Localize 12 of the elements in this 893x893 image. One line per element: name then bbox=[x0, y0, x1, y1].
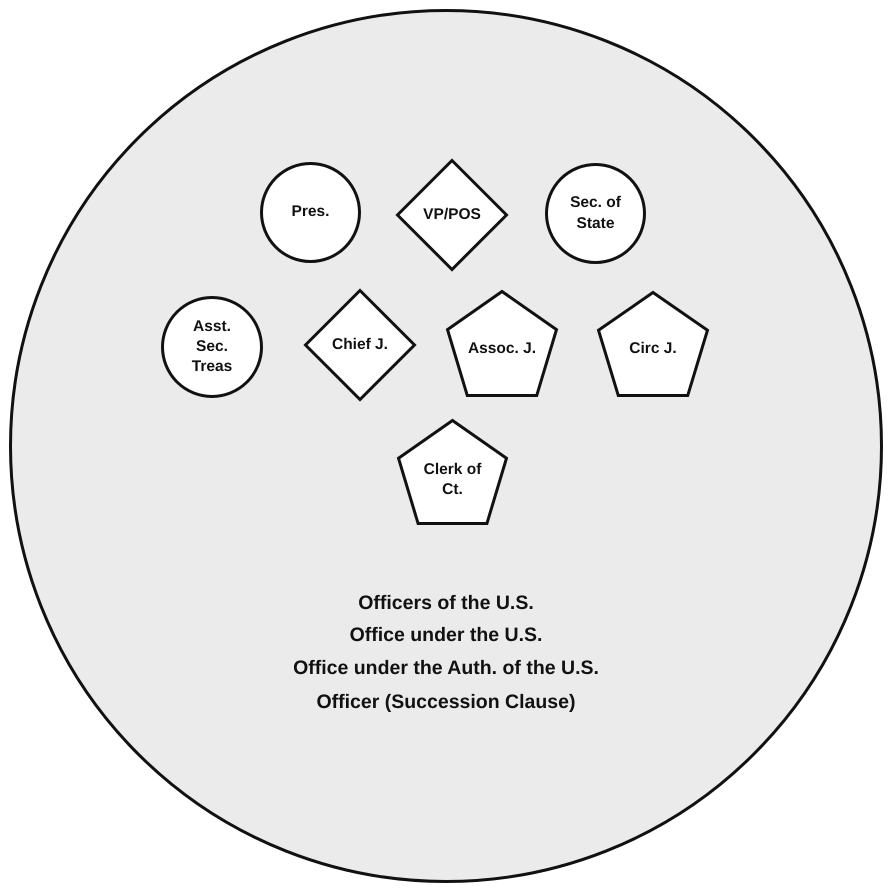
office-category-text: Officers of the U.S. bbox=[357, 591, 535, 616]
office-category-text: Officer (Succession Clause) bbox=[315, 690, 576, 715]
office-label: Clerk of Ct. bbox=[422, 460, 482, 500]
office-label: Assoc. J. bbox=[466, 338, 538, 359]
office-category-text: Office under the Auth. of the U.S. bbox=[292, 656, 600, 681]
office-label: Asst. Sec. Treas bbox=[190, 316, 234, 378]
office-category-text: Office under the U.S. bbox=[348, 623, 544, 648]
office-label: VP/POS bbox=[422, 204, 482, 225]
office-label: Chief J. bbox=[331, 334, 389, 355]
office-label: Pres. bbox=[290, 202, 330, 222]
office-label: Circ J. bbox=[628, 339, 678, 360]
office-label: Sec. of State bbox=[569, 193, 622, 234]
